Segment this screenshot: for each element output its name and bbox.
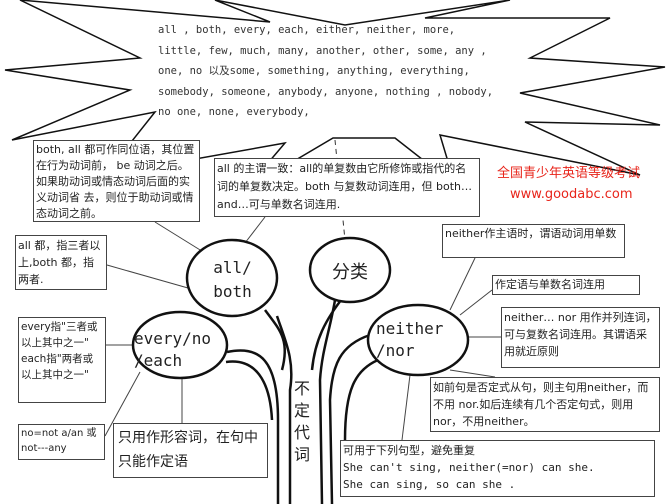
note-neither-subject: neither作主语时，谓语动词用单数 — [442, 224, 625, 258]
pattern-example-1: She can't sing, neither(=nor) can she. — [343, 461, 595, 474]
node-every-each-ellipse — [131, 310, 229, 380]
tree-trunk — [225, 294, 379, 504]
trunk-label: 不定代词 — [293, 379, 310, 464]
watermark-url: www.goodabc.com — [510, 187, 633, 202]
watermark-title: 全国青少年英语等级考试 — [497, 166, 641, 181]
patterns-title: 可用于下列句型，避免重复 — [343, 444, 475, 457]
node-neither-nor: neither /nor — [376, 319, 444, 360]
note-appositive: both, all 都可作同位语，其位置在行为动词前， be 动词之后。如果助动… — [33, 140, 200, 222]
note-no-not: no=not a/an 或not---any — [18, 424, 105, 460]
node-all-both: all/ both — [213, 258, 252, 301]
pronoun-list: all , both, every, each, either, neither… — [158, 24, 494, 118]
note-neither-nor-conjunction: neither… nor 用作并列连词，可与复数名词连用。其谓语采用就近原则 — [501, 307, 660, 368]
note-agreement: all 的主谓一致：all的单复数由它所修饰或指代的名词的单复数决定。both … — [214, 158, 480, 217]
note-negative-clause: 如前句是否定式从句，则主句用neither，而不用 nor.如后连续有几个否定句… — [430, 377, 660, 432]
note-all-both-meaning: all 都，指三者以上,both 都，指两者. — [15, 235, 107, 290]
node-ellipses — [131, 236, 470, 380]
node-all-both-ellipse — [185, 238, 279, 318]
dashed-connector — [334, 139, 346, 241]
note-attributive: 作定语与单数名词连用 — [492, 275, 640, 295]
note-every-each: every指"三者或以上其中之一" each指"两者或以上其中之一" — [18, 317, 106, 403]
node-classify-ellipse — [308, 236, 392, 304]
pattern-example-2: She can sing, so can she . — [343, 478, 516, 491]
node-every-no-each: every/no /each — [134, 329, 212, 370]
node-neither-nor-ellipse — [366, 303, 470, 377]
node-classify: 分类 — [332, 262, 368, 283]
note-adjective-only: 只用作形容词，在句中只能作定语 — [113, 423, 268, 478]
connector-lines — [104, 216, 501, 441]
note-sentence-patterns: 可用于下列句型，避免重复 She can't sing, neither(=no… — [340, 440, 655, 497]
